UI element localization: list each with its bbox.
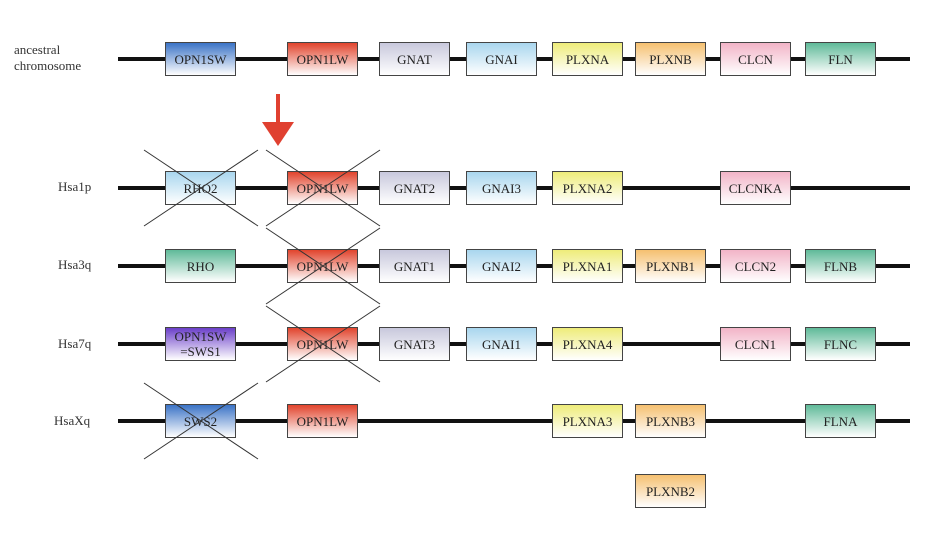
gene-box-plxna2: PLXNA2 [552,171,623,205]
chromosome-label-hsa1p: Hsa1p [58,179,92,194]
gene-label: GNAI1 [482,336,521,352]
gene-label: PLXNB1 [645,258,696,274]
gene-label: OPN1SW =SWS1 [174,329,227,359]
gene-label: FLNB [823,258,858,274]
gene-label: PLXNB2 [645,483,696,499]
gene-box-gnat1: GNAT1 [379,249,450,283]
gene-box-opn1sw-sws1: OPN1SW =SWS1 [165,327,236,361]
gene-box-gnai3: GNAI3 [466,171,537,205]
deletion-cross-icon [143,382,258,460]
gene-box-plxna1: PLXNA1 [552,249,623,283]
gene-label: GNAT2 [393,180,436,196]
gene-label: OPN1LW [296,51,349,67]
gene-label: PLXNA2 [562,180,613,196]
gene-label: CLCN [738,51,773,67]
gene-box-clcnka: CLCNKA [720,171,791,205]
gene-box-gnat2: GNAT2 [379,171,450,205]
gene-label: CLCNKA [728,180,783,196]
gene-label: GNAI2 [482,258,521,274]
gene-box-flna: FLNA [805,404,876,438]
gene-box-gnai1: GNAI1 [466,327,537,361]
gene-label: OPN1LW [296,413,349,429]
gene-box-fln: FLN [805,42,876,76]
gene-label: PLXNA1 [562,258,613,274]
gene-label: PLXNB [649,51,692,67]
gene-label: GNAT3 [393,336,436,352]
gene-box-clcn2: CLCN2 [720,249,791,283]
gene-box-rho: RHO [165,249,236,283]
gene-label: OPN1SW [174,51,227,67]
gene-box-clcn1: CLCN1 [720,327,791,361]
gene-label: PLXNA4 [562,336,613,352]
gene-box-gnai: GNAI [466,42,537,76]
gene-label: FLNC [823,336,858,352]
gene-label: PLXNA3 [562,413,613,429]
gene-label: CLCN1 [734,336,777,352]
gene-label: GNAT [397,51,432,67]
chromosome-line [118,419,910,423]
gene-label: FLN [828,51,853,67]
gene-box-clcn: CLCN [720,42,791,76]
gene-box-plxna3: PLXNA3 [552,404,623,438]
gene-label: GNAI3 [482,180,521,196]
gene-label: RHO [186,258,215,274]
gene-box-plxnb1: PLXNB1 [635,249,706,283]
ancestral-chromosome-label: ancestral chromosome [14,42,82,73]
gene-label: PLXNA [565,51,610,67]
gene-label: PLXNB3 [645,413,696,429]
deletion-cross-icon [265,305,380,383]
gene-box-plxnb: PLXNB [635,42,706,76]
gene-box-flnb: FLNB [805,249,876,283]
gene-label: GNAT1 [393,258,436,274]
gene-box-plxna4: PLXNA4 [552,327,623,361]
chromosome-label-hsa7q: Hsa7q [58,336,92,351]
down-arrow-icon [262,94,294,146]
deletion-cross-icon [143,149,258,227]
chromosome-label-hsaxq: HsaXq [54,413,91,428]
gene-box-opn1lw: OPN1LW [287,42,358,76]
gene-label: FLNA [823,413,858,429]
gene-box-plxnb3: PLXNB3 [635,404,706,438]
gene-box-gnai2: GNAI2 [466,249,537,283]
deletion-cross-icon [265,149,380,227]
deletion-cross-icon [265,227,380,305]
gene-box-opn1sw: OPN1SW [165,42,236,76]
gene-box-flnc: FLNC [805,327,876,361]
gene-box-gnat: GNAT [379,42,450,76]
gene-label: CLCN2 [734,258,777,274]
gene-label: GNAI [485,51,518,67]
gene-box-plxna: PLXNA [552,42,623,76]
gene-box-opn1lw: OPN1LW [287,404,358,438]
gene-box-plxnb2: PLXNB2 [635,474,706,508]
gene-box-gnat3: GNAT3 [379,327,450,361]
chromosome-label-hsa3q: Hsa3q [58,257,92,272]
